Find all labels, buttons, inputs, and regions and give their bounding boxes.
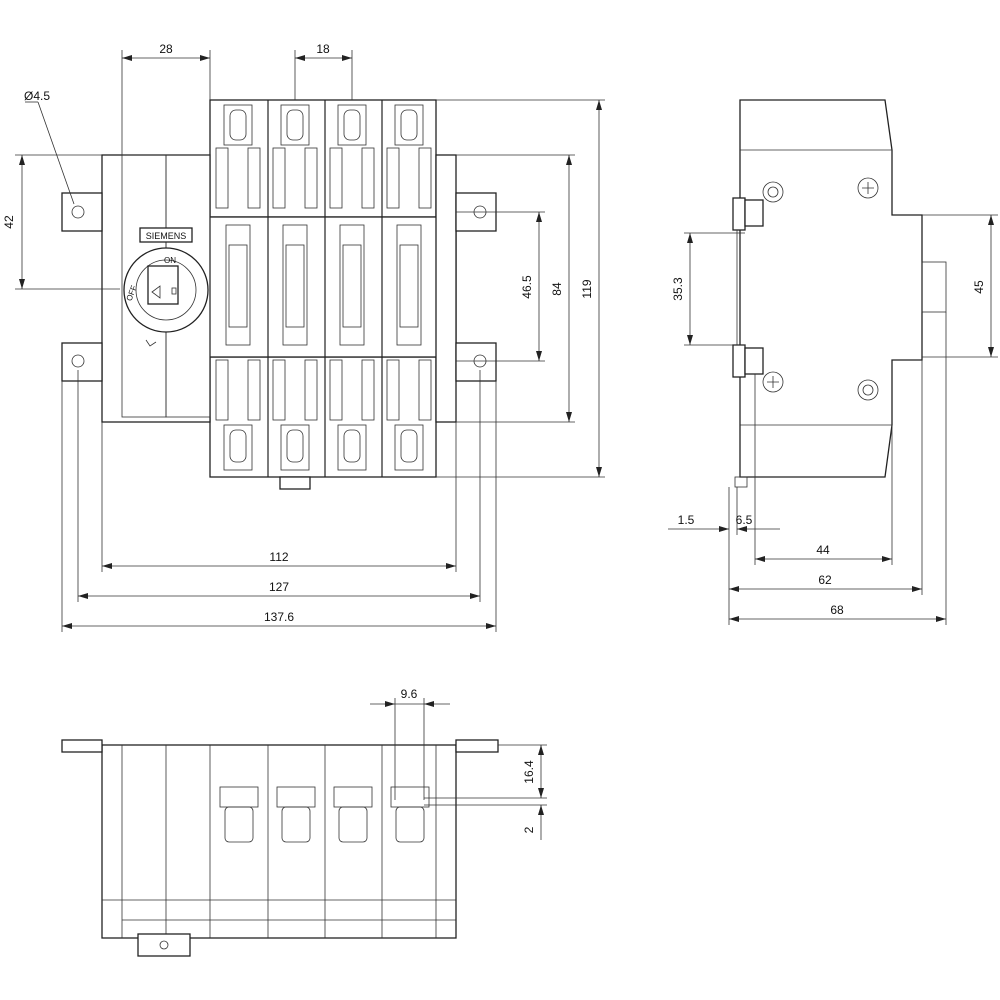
rotary-handle: ON OFF (123, 247, 209, 347)
svg-text:2: 2 (522, 826, 536, 833)
dim-84: 84 (456, 154, 575, 423)
dim-127: 127 (77, 370, 481, 602)
side-body (739, 99, 923, 478)
dim-62: 62 (729, 360, 923, 595)
right-frame (435, 154, 457, 423)
bottom-clamps (219, 786, 430, 843)
upper-terminals (215, 104, 432, 209)
svg-text:68: 68 (830, 603, 844, 617)
svg-text:45: 45 (972, 280, 986, 294)
svg-text:1.5: 1.5 (678, 513, 695, 527)
bottom-latch-view (137, 933, 191, 957)
svg-text:18: 18 (316, 42, 330, 56)
svg-text:42: 42 (2, 215, 16, 229)
svg-text:46.5: 46.5 (520, 275, 534, 299)
mounting-hole (71, 205, 85, 219)
svg-text:Ø4.5: Ø4.5 (24, 89, 50, 103)
dim-119: 119 (436, 99, 605, 478)
dim-9-6: 9.6 (370, 687, 450, 800)
front-view: SIEMENS ON OFF 28 18 (2, 42, 605, 632)
svg-text:6.5: 6.5 (736, 513, 753, 527)
dim-diameter: Ø4.5 (24, 89, 75, 205)
svg-text:16.4: 16.4 (522, 760, 536, 784)
dim-68: 68 (729, 312, 947, 625)
dim-112: 112 (101, 422, 457, 572)
dim-2: 2 (424, 804, 547, 840)
svg-text:44: 44 (816, 543, 830, 557)
on-mark: ON (164, 256, 176, 265)
dim-45: 45 (922, 214, 998, 358)
dim-18: 18 (294, 42, 353, 100)
dim-1-5-6-5: 1.5 6.5 (668, 487, 780, 625)
pole-windows (225, 224, 422, 346)
dim-16-4: 16.4 (424, 744, 547, 799)
svg-text:35.3: 35.3 (671, 277, 685, 301)
upper-terminal-block (209, 99, 437, 218)
mounting-hole (71, 354, 85, 368)
svg-text:127: 127 (269, 580, 289, 594)
screws (762, 177, 879, 401)
svg-text:62: 62 (818, 573, 832, 587)
dim-137-6: 137.6 (61, 381, 497, 632)
svg-text:28: 28 (159, 42, 173, 56)
ground-symbol-icon (145, 339, 157, 347)
svg-text:84: 84 (550, 282, 564, 296)
bottom-view: 9.6 16.4 2 (61, 687, 547, 957)
svg-text:9.6: 9.6 (401, 687, 418, 701)
lower-terminals (215, 359, 432, 471)
dim-44: 44 (754, 374, 893, 565)
svg-text:119: 119 (580, 279, 594, 298)
bottom-latch (279, 476, 311, 490)
brand-label: SIEMENS (146, 231, 187, 241)
dim-35-3: 35.3 (671, 232, 745, 346)
dim-42: 42 (2, 154, 120, 290)
svg-text:137.6: 137.6 (264, 610, 294, 624)
dim-28: 28 (121, 42, 211, 155)
dim-46-5: 46.5 (456, 211, 545, 362)
bottom-body (101, 744, 457, 939)
brand-plate (139, 227, 193, 243)
svg-text:112: 112 (269, 550, 288, 564)
side-view: 35.3 45 1.5 6.5 44 (668, 99, 998, 625)
